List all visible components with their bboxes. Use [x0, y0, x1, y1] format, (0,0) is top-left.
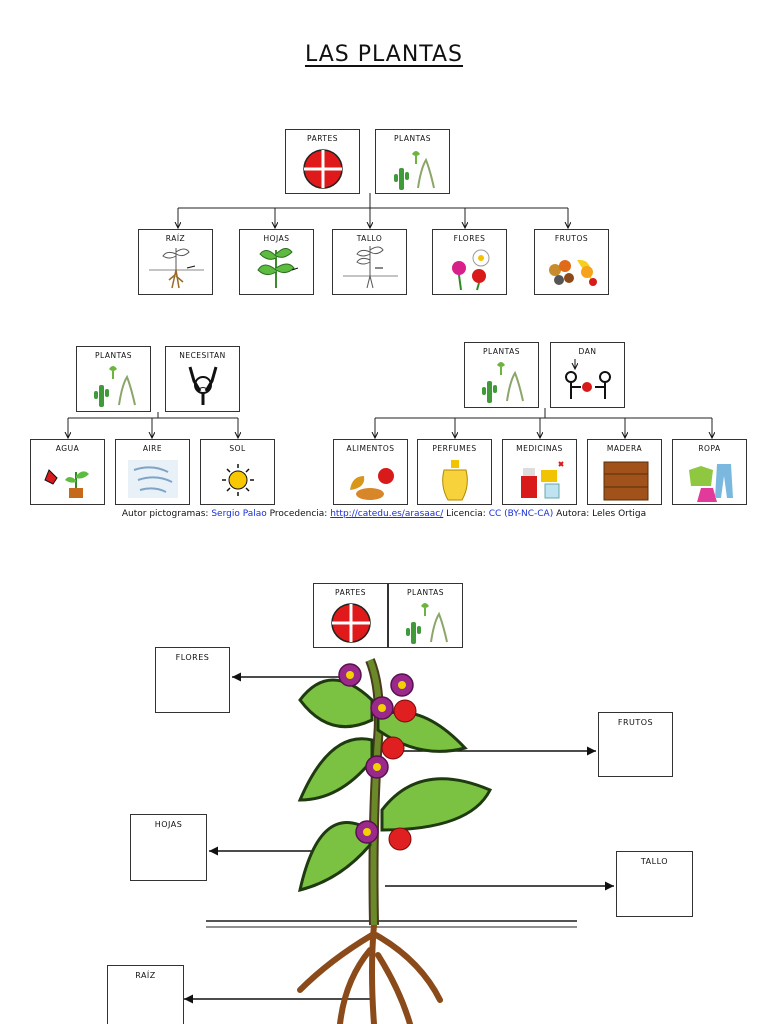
blank-box-frutos: FRUTOS [598, 712, 673, 777]
blank-box-tallo: TALLO [616, 851, 693, 917]
card-ropa: ROPA [672, 439, 747, 505]
card-partes-2: PARTES [313, 583, 388, 648]
food-icon [350, 468, 394, 500]
plants-icon [406, 603, 448, 644]
source-link[interactable]: http://catedu.es/arasaac/ [330, 509, 444, 519]
plants-icon [394, 151, 435, 190]
watering-icon [44, 469, 89, 498]
flowers-icon [452, 249, 490, 291]
clothes-icon [689, 464, 733, 502]
fruits-icon [549, 259, 597, 286]
card-aire: AIRE [115, 439, 190, 505]
give-icon [565, 359, 611, 399]
license-link[interactable]: CC (BY-NC-CA) [488, 509, 554, 519]
wood-icon [603, 461, 649, 501]
blank-box-raiz: RAÍZ [107, 965, 184, 1024]
medicine-icon [521, 461, 564, 499]
card-hojas: HOJAS [239, 229, 314, 295]
blank-box-hojas: HOJAS [130, 814, 207, 881]
perfume-icon [442, 460, 468, 501]
root-icon [149, 248, 204, 289]
blank-box-flores: FLORES [155, 647, 230, 713]
need-person-icon [188, 366, 218, 405]
card-flores: FLORES [432, 229, 507, 295]
card-alimentos: ALIMENTOS [333, 439, 408, 505]
wind-icon [128, 460, 178, 498]
card-frutos: FRUTOS [534, 229, 609, 295]
card-medicinas: MEDICINAS [502, 439, 577, 505]
parts-circle-icon [331, 603, 371, 643]
stem-icon [343, 246, 398, 289]
card-partes: PARTES [285, 129, 360, 194]
parts-circle-icon [303, 149, 343, 189]
card-agua: AGUA [30, 439, 105, 505]
card-perfumes: PERFUMES [417, 439, 492, 505]
leaves-icon [257, 248, 299, 288]
card-plantas-2: PLANTAS [76, 346, 151, 412]
card-tallo: TALLO [332, 229, 407, 295]
page-title: LAS PLANTAS [304, 42, 464, 67]
card-raiz: RAÍZ [138, 229, 213, 295]
plants-icon [482, 362, 524, 403]
card-necesitan: NECESITAN [165, 346, 240, 412]
credit-line: Autor pictogramas: Sergio Palao Proceden… [121, 509, 647, 519]
card-madera: MADERA [587, 439, 662, 505]
card-sol: SOL [200, 439, 275, 505]
sun-icon [222, 464, 254, 496]
plants-icon [94, 366, 136, 407]
card-plantas: PLANTAS [375, 129, 450, 194]
author-link[interactable]: Sergio Palao [211, 509, 267, 519]
card-plantas-3: PLANTAS [464, 342, 539, 408]
card-dan: DAN [550, 342, 625, 408]
card-plantas-4: PLANTAS [388, 583, 463, 648]
